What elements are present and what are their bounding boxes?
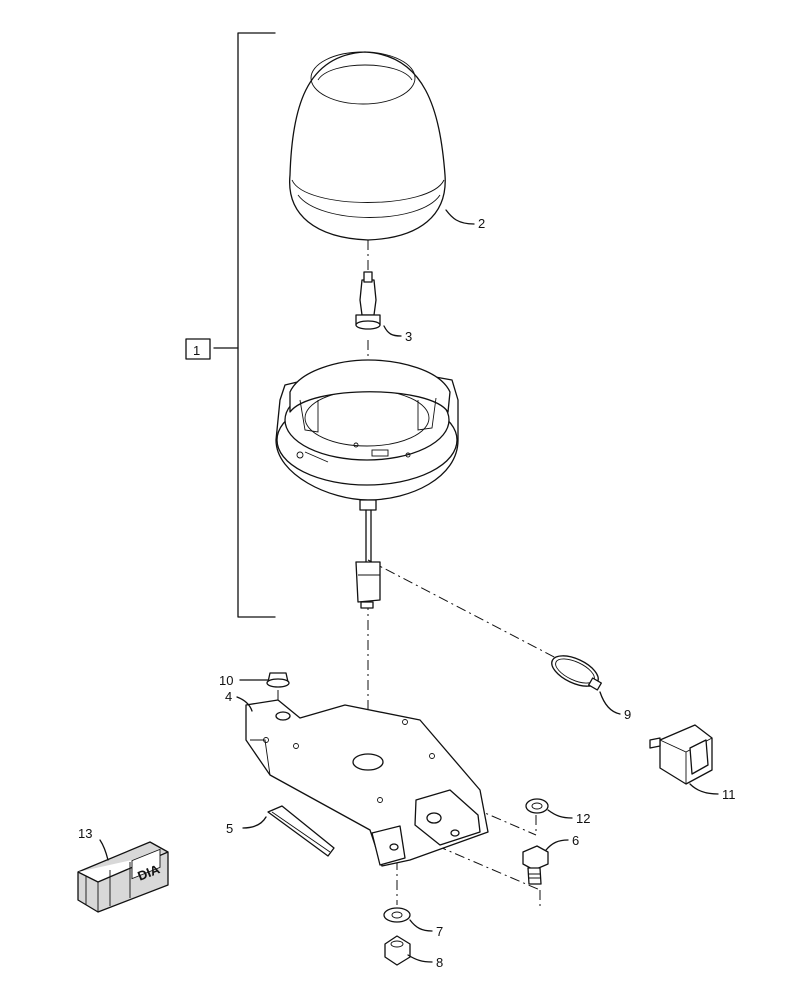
callout-box-assembly bbox=[185, 338, 211, 360]
callout-bulb: 3 bbox=[405, 329, 412, 344]
washer bbox=[383, 907, 411, 923]
cable-connector bbox=[355, 509, 381, 609]
cap bbox=[266, 672, 290, 688]
spacer bbox=[525, 798, 549, 814]
nut bbox=[384, 935, 411, 966]
callout-spacer: 12 bbox=[576, 811, 590, 826]
callout-nut: 8 bbox=[436, 955, 443, 970]
rocker-switch bbox=[649, 724, 713, 785]
leader-lines bbox=[99, 209, 719, 963]
trim-strip bbox=[267, 805, 335, 857]
callout-bracket: 4 bbox=[225, 689, 232, 704]
callout-kit: 13 bbox=[78, 826, 92, 841]
callout-cable-tie: 9 bbox=[624, 707, 631, 722]
callout-labels: 1 2 3 4 5 6 7 8 9 10 11 12 13 bbox=[78, 216, 736, 970]
bulb bbox=[355, 271, 381, 330]
callout-trim-strip: 5 bbox=[226, 821, 233, 836]
dome-lens bbox=[289, 51, 446, 241]
callout-cap: 10 bbox=[219, 673, 233, 688]
callout-bolt: 6 bbox=[572, 833, 579, 848]
callout-switch: 11 bbox=[722, 787, 736, 802]
callout-dome: 2 bbox=[478, 216, 485, 231]
beacon-base bbox=[275, 359, 459, 511]
mounting-bracket bbox=[245, 699, 489, 867]
bolt bbox=[522, 845, 549, 885]
callout-assembly: 1 bbox=[193, 343, 200, 358]
kit-box: DIA bbox=[77, 841, 169, 913]
assembly-bracket bbox=[185, 32, 276, 618]
callout-washer: 7 bbox=[436, 924, 443, 939]
cable-tie bbox=[551, 655, 602, 691]
